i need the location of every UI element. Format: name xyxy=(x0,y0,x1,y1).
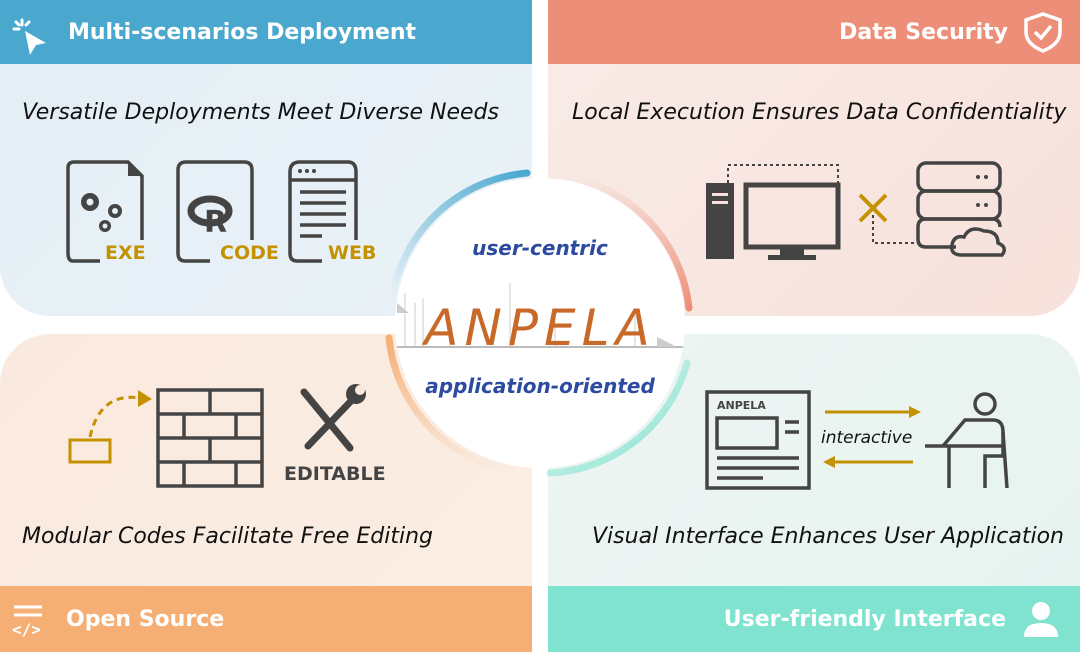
interactive-label: interactive xyxy=(821,428,912,448)
security-title: Data Security xyxy=(839,19,1008,45)
computer-icon xyxy=(706,182,841,260)
security-subtitle: Local Execution Ensures Data Confidentia… xyxy=(572,100,1067,125)
web-label: WEB xyxy=(328,242,376,264)
brick-wall-icon xyxy=(156,388,264,488)
center-bottom-text: application-oriented xyxy=(425,374,655,398)
interface-illustration: ANPELA interactive xyxy=(705,390,1009,490)
center-top-text: user-centric xyxy=(472,236,608,260)
logo-text: ANPELA xyxy=(421,299,655,357)
user-icon xyxy=(1024,602,1058,637)
ring-arc-teal xyxy=(546,359,691,477)
module-block-icon xyxy=(68,438,112,464)
svg-text:</>: </> xyxy=(12,620,41,639)
code-label: CODE xyxy=(220,242,279,264)
interface-subtitle: Visual Interface Enhances User Applicati… xyxy=(592,524,1065,549)
deployment-icons: EXE R CODE WEB xyxy=(66,160,376,264)
svg-text:R: R xyxy=(204,205,227,240)
security-illustration xyxy=(706,161,1006,260)
panel-open-source: EDITABLE Modular Codes Facilitate Free E… xyxy=(0,334,532,652)
code-icon: </> xyxy=(12,605,42,639)
center-circle: user-centric ANPELA application-oriented xyxy=(395,178,685,468)
screen-label: ANPELA xyxy=(717,399,766,412)
ring-arc-blue xyxy=(388,169,531,302)
panel-interface: ANPELA interactive Visual Interface Enha… xyxy=(548,334,1080,652)
deployment-title: Multi-scenarios Deployment xyxy=(68,19,417,45)
ring-arc-orange xyxy=(385,334,509,474)
deployment-header: Multi-scenarios Deployment xyxy=(0,0,532,64)
shield-check-icon xyxy=(1024,12,1062,53)
web-page-icon xyxy=(288,160,358,263)
exe-file-icon xyxy=(66,160,144,263)
editable-label: EDITABLE xyxy=(284,463,386,485)
app-window-icon xyxy=(705,390,811,490)
cloud-server-icon xyxy=(916,161,1006,257)
deployment-subtitle: Versatile Deployments Meet Diverse Needs xyxy=(22,100,499,125)
anpela-logo: ANPELA xyxy=(397,283,683,357)
ring-arc-salmon xyxy=(561,172,693,312)
r-code-icon xyxy=(176,160,254,263)
exe-label: EXE xyxy=(105,242,146,264)
security-header: Data Security xyxy=(548,0,1080,64)
open-source-title: Open Source xyxy=(66,606,225,632)
blocked-x-icon xyxy=(858,193,888,223)
interface-title: User-friendly Interface xyxy=(723,606,1006,632)
open-source-header: </> Open Source xyxy=(0,586,532,652)
user-at-laptop-icon xyxy=(925,392,1009,489)
cursor-click-icon xyxy=(12,18,46,55)
center-ring xyxy=(385,169,693,477)
interface-header: User-friendly Interface xyxy=(548,586,1080,652)
open-source-subtitle: Modular Codes Facilitate Free Editing xyxy=(22,524,433,549)
tools-icon xyxy=(300,388,356,452)
open-source-illustration: EDITABLE xyxy=(68,384,386,488)
panel-deployment: Multi-scenarios Deployment Versatile Dep… xyxy=(0,0,532,316)
